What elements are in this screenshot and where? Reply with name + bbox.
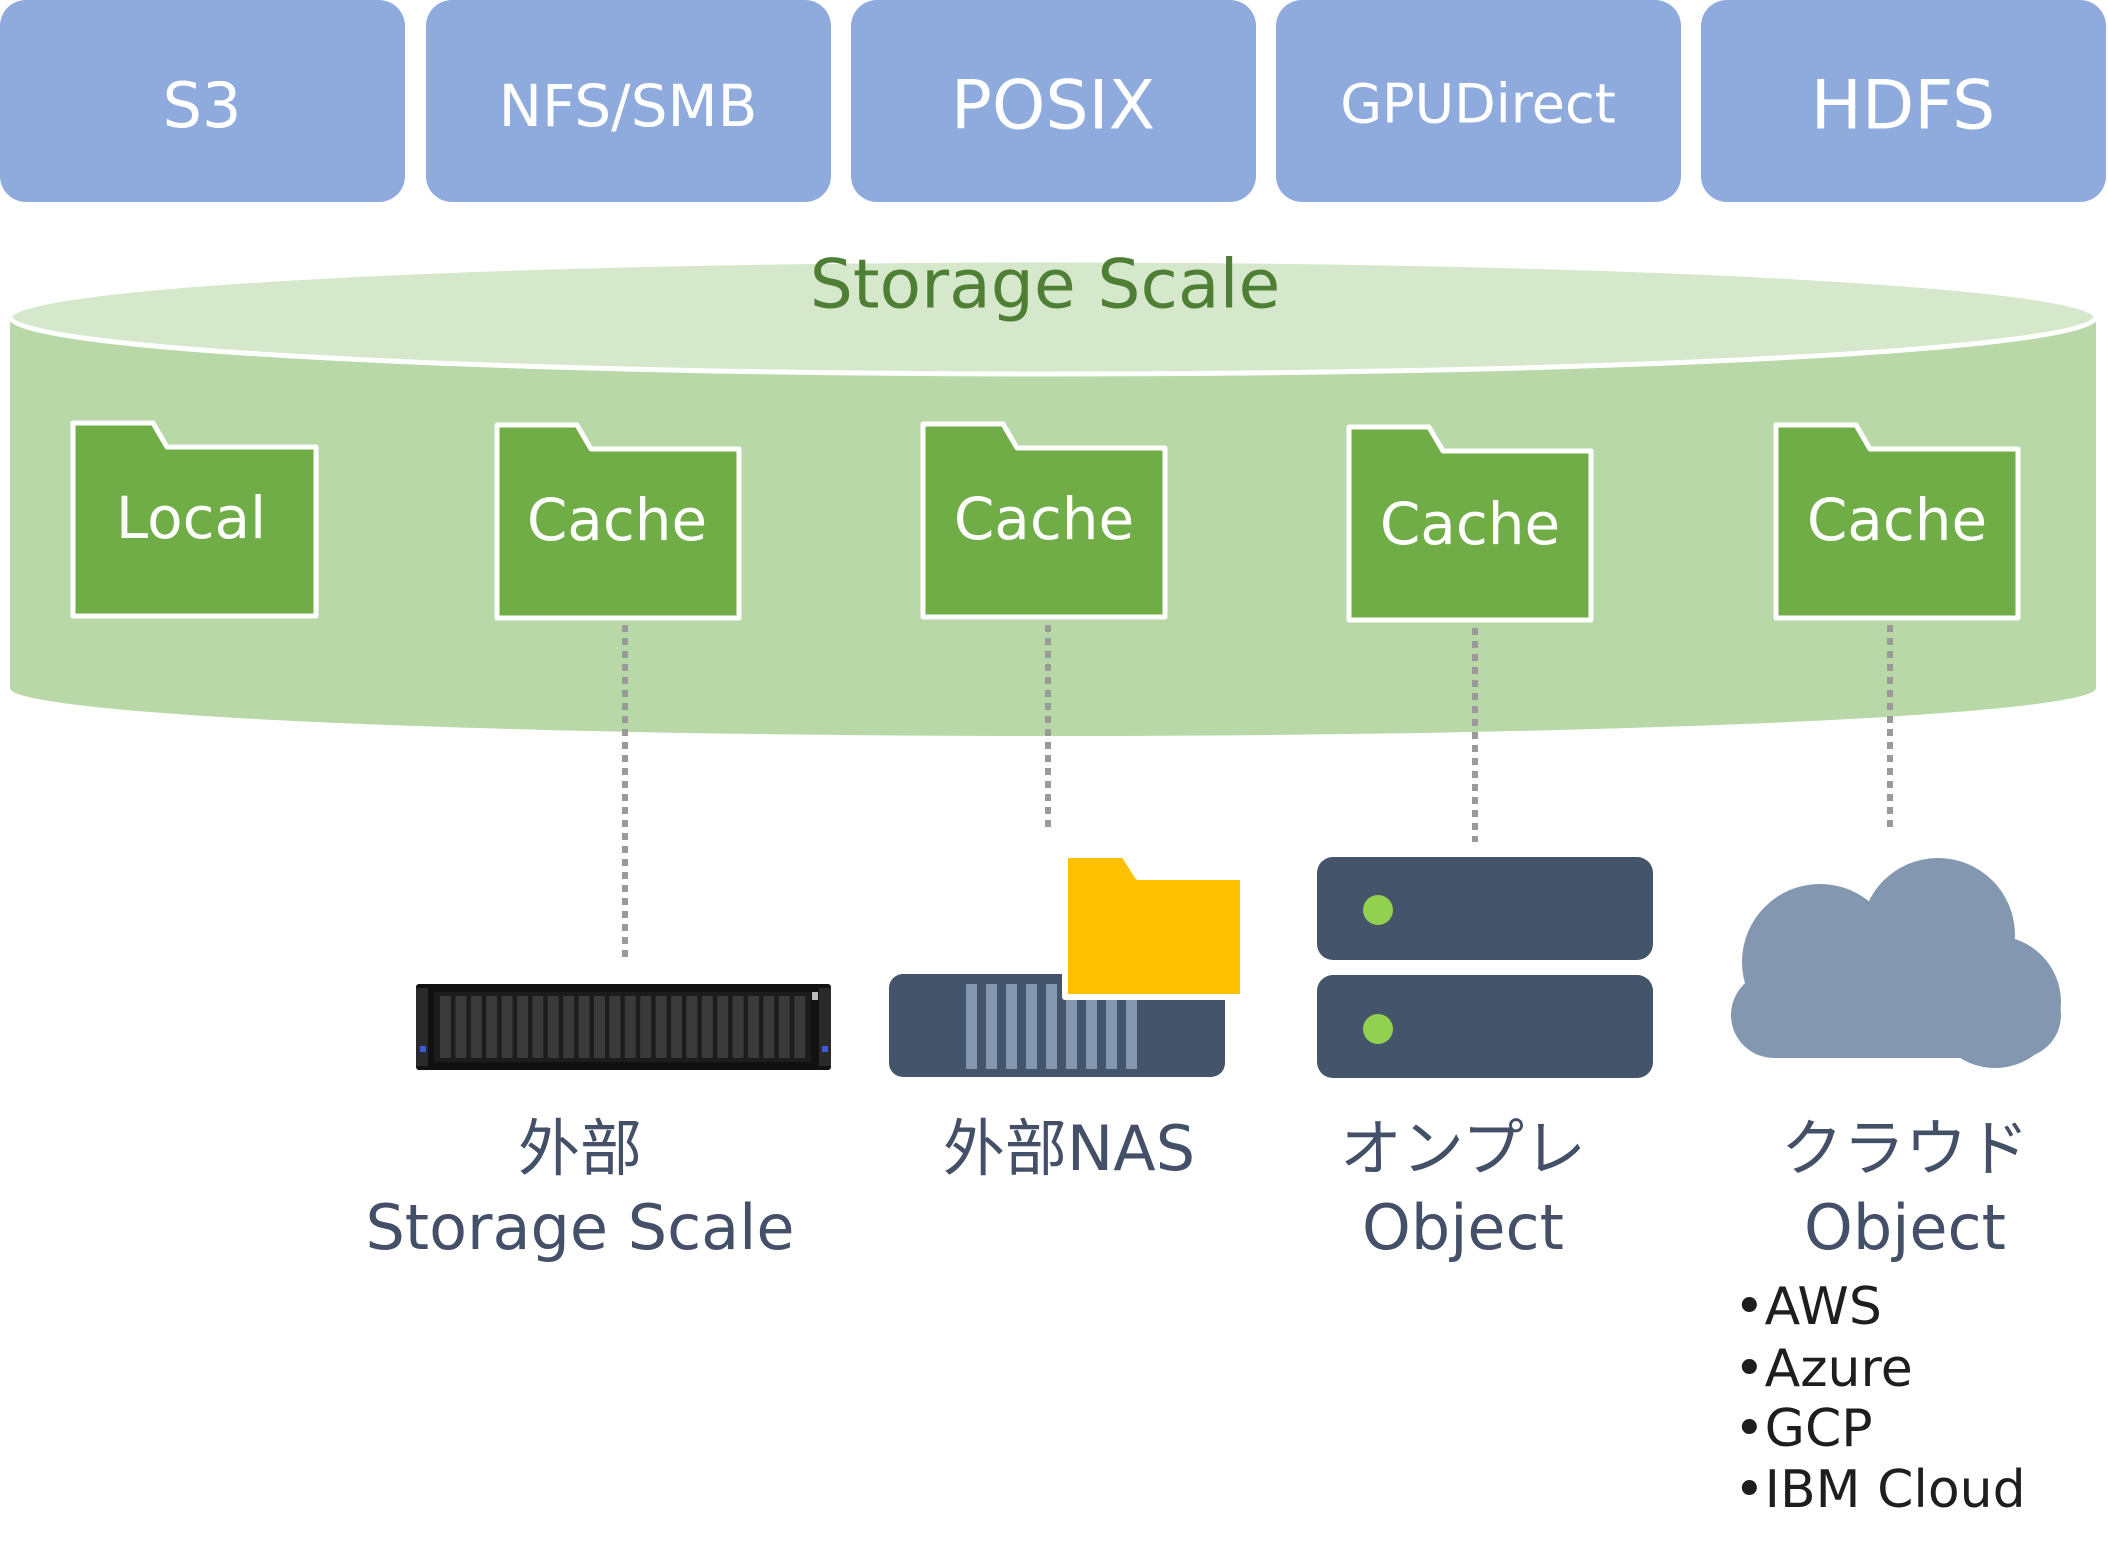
protocol-s3-label: S3 xyxy=(163,69,242,142)
protocol-hdfs-label: HDFS xyxy=(1811,67,1996,146)
cache-connectors xyxy=(622,625,1893,962)
label-cloud-object-line2: Object xyxy=(1804,1191,2006,1264)
storage-scale-title: Storage Scale xyxy=(810,246,1281,325)
folder-local-label: Local xyxy=(116,484,266,552)
drive-bay xyxy=(794,996,806,1058)
cloud-provider-gcp: •GCP xyxy=(1734,1399,1873,1459)
protocol-posix-label: POSIX xyxy=(951,67,1155,146)
folder-cache-1-label: Cache xyxy=(527,486,707,554)
protocol-s3: S3 xyxy=(0,0,405,202)
drive-bay xyxy=(486,996,498,1058)
cloud-provider-list: •AWS •Azure •GCP •IBM Cloud xyxy=(1734,1277,2026,1520)
label-external-nas: 外部NAS xyxy=(943,1112,1195,1185)
protocol-gpudirect-label: GPUDirect xyxy=(1340,73,1616,136)
protocol-bar: S3 NFS/SMB POSIX GPUDirect HDFS xyxy=(0,0,2106,202)
folder-cache-2: Cache xyxy=(920,421,1168,620)
drive-bay xyxy=(470,996,482,1058)
label-external-storage-scale-line2: Storage Scale xyxy=(365,1191,794,1264)
folder-cache-4-label: Cache xyxy=(1807,486,1987,554)
drive-bay xyxy=(517,996,528,1058)
drive-bay xyxy=(563,996,575,1058)
drive-bay xyxy=(640,996,652,1058)
folder-cache-3-label: Cache xyxy=(1380,490,1560,558)
label-external-storage-scale-line1: 外部 xyxy=(518,1112,642,1185)
folder-icon xyxy=(1062,852,1246,1000)
drive-bay xyxy=(778,996,790,1058)
drive-bay xyxy=(655,996,667,1058)
cloud-icon xyxy=(1731,858,2061,1068)
drive-bay xyxy=(671,996,682,1058)
protocol-nfs-smb-label: NFS/SMB xyxy=(499,72,758,140)
drive-bay xyxy=(624,996,636,1058)
rack-storage-server-icon xyxy=(416,984,831,1070)
drive-bay xyxy=(455,996,467,1058)
drive-bay xyxy=(732,996,744,1058)
drive-bay xyxy=(748,996,759,1058)
drive-bay xyxy=(701,996,713,1058)
cloud-provider-aws: •AWS xyxy=(1734,1277,1882,1337)
drive-bay xyxy=(501,996,513,1058)
folder-cache-4: Cache xyxy=(1773,422,2021,621)
label-onprem-object-line1: オンプレ xyxy=(1340,1112,1586,1185)
folder-cache-1: Cache xyxy=(494,422,742,621)
drive-bay xyxy=(547,996,559,1058)
protocol-nfs-smb: NFS/SMB xyxy=(426,0,831,202)
folder-local: Local xyxy=(70,420,319,619)
label-cloud-object-line1: クラウド xyxy=(1781,1112,2029,1185)
cloud-provider-ibm-cloud: •IBM Cloud xyxy=(1734,1460,2026,1520)
label-external-nas-line1: 外部NAS xyxy=(943,1112,1195,1185)
drive-bay xyxy=(594,996,605,1058)
folder-cache-2-label: Cache xyxy=(954,485,1134,553)
label-onprem-object-line2: Object xyxy=(1362,1191,1564,1264)
cloud-provider-azure: •Azure xyxy=(1734,1339,1913,1399)
drive-bay xyxy=(440,996,451,1058)
protocol-hdfs: HDFS xyxy=(1701,0,2106,202)
server-stack-icon xyxy=(1317,857,1653,1078)
protocol-gpudirect: GPUDirect xyxy=(1276,0,1681,202)
drive-bay xyxy=(532,996,544,1058)
drive-bay xyxy=(686,996,698,1058)
label-onprem-object: オンプレ Object xyxy=(1340,1112,1586,1264)
drive-bay xyxy=(763,996,775,1058)
label-cloud-object: クラウド Object xyxy=(1781,1112,2029,1264)
protocol-posix: POSIX xyxy=(851,0,1256,202)
drive-bay xyxy=(717,996,729,1058)
label-external-storage-scale: 外部 Storage Scale xyxy=(365,1112,794,1264)
drive-bay xyxy=(578,996,590,1058)
drive-bay xyxy=(609,996,621,1058)
folder-cache-3: Cache xyxy=(1346,424,1594,623)
